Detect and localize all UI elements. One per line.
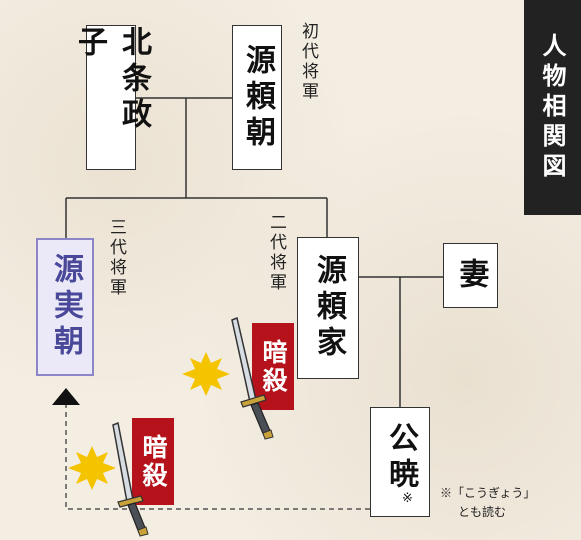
burst-icon xyxy=(182,352,230,396)
person-kugyo: 公暁 xyxy=(370,407,430,517)
footnote-line-2: とも読む xyxy=(458,505,507,519)
burst-icon xyxy=(68,446,116,490)
person-name: 源実朝 xyxy=(48,253,83,361)
assassination-label-yoriie: 暗殺 xyxy=(252,323,294,410)
kugyo-footnote-mark: ※ xyxy=(402,491,413,506)
person-name: 北条政子 xyxy=(72,26,151,134)
assassination-text: 暗殺 xyxy=(139,433,168,490)
person-minamoto-yoriie: 源頼家 xyxy=(297,237,359,379)
footnote-line-1: ※「こうぎょう」 xyxy=(440,486,536,500)
chart-title-text: 人物相関図 xyxy=(538,32,567,183)
sword-icon xyxy=(231,316,274,440)
sanetomo-role-note: 三代将軍 xyxy=(106,218,126,298)
person-name: 源頼朝 xyxy=(240,43,275,152)
person-name: 妻 xyxy=(453,257,489,294)
person-minamoto-yoritomo: 源頼朝 xyxy=(232,25,282,170)
yoriie-role-note: 二代将軍 xyxy=(266,213,286,293)
chart-title: 人物相関図 xyxy=(524,0,581,215)
person-name: 公暁 xyxy=(383,422,418,494)
person-hojo-masako: 北条政子 xyxy=(72,25,151,170)
yoritomo-role-note: 初代将軍 xyxy=(298,22,318,102)
person-name: 源頼家 xyxy=(311,254,346,362)
person-minamoto-sanetomo: 源実朝 xyxy=(36,238,94,376)
assassination-label-sanetomo: 暗殺 xyxy=(132,418,174,505)
assassination-text: 暗殺 xyxy=(259,338,288,395)
person-wife: 妻 xyxy=(443,243,498,308)
sword-icon xyxy=(112,421,149,537)
reading-footnote: ※「こうぎょう」 とも読む xyxy=(440,484,535,522)
